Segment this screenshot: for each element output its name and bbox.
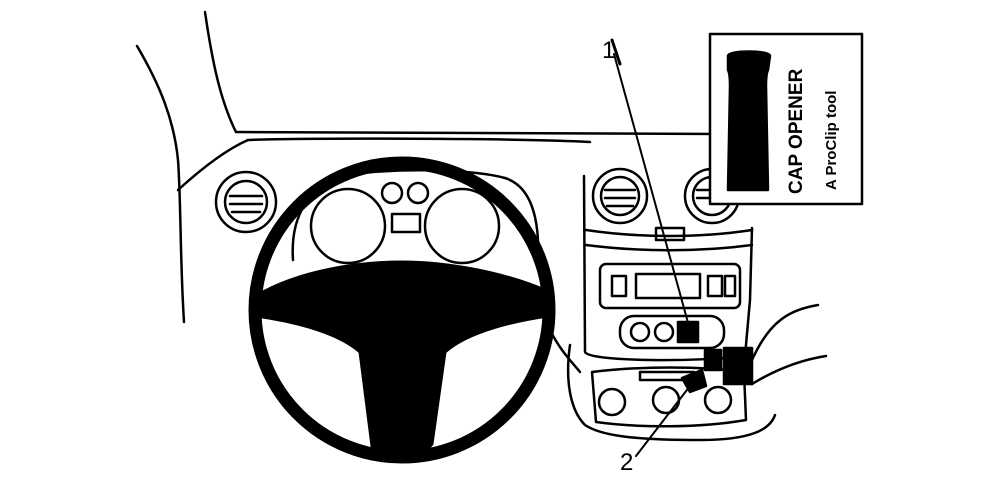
hazard-switch bbox=[654, 226, 686, 242]
callout-1-leader bbox=[613, 53, 691, 331]
steering-wheel-hub bbox=[254, 260, 551, 459]
callout-1-tick bbox=[610, 38, 622, 66]
cable-lines bbox=[750, 303, 828, 386]
callout-label-1: 1 bbox=[602, 37, 615, 64]
callout-2-leader bbox=[635, 385, 691, 457]
cap-opener-tool-icon bbox=[726, 50, 772, 192]
radio-unit bbox=[598, 262, 742, 310]
tool-title: CAP OPENER bbox=[786, 68, 807, 194]
cap-opener-info-box: CAP OPENER A ProClip tool bbox=[708, 32, 864, 206]
left-air-vent bbox=[214, 170, 278, 234]
callout-leader-lines bbox=[610, 38, 691, 457]
lower-control-panel bbox=[618, 314, 726, 350]
callout-label-2: 2 bbox=[620, 449, 633, 476]
mount-bracket bbox=[680, 346, 754, 394]
windshield-lines bbox=[135, 10, 722, 324]
tool-subtitle: A ProClip tool bbox=[823, 91, 840, 190]
center-air-vent-left bbox=[591, 167, 649, 225]
center-stack bbox=[582, 167, 754, 362]
steering-wheel bbox=[248, 156, 556, 464]
